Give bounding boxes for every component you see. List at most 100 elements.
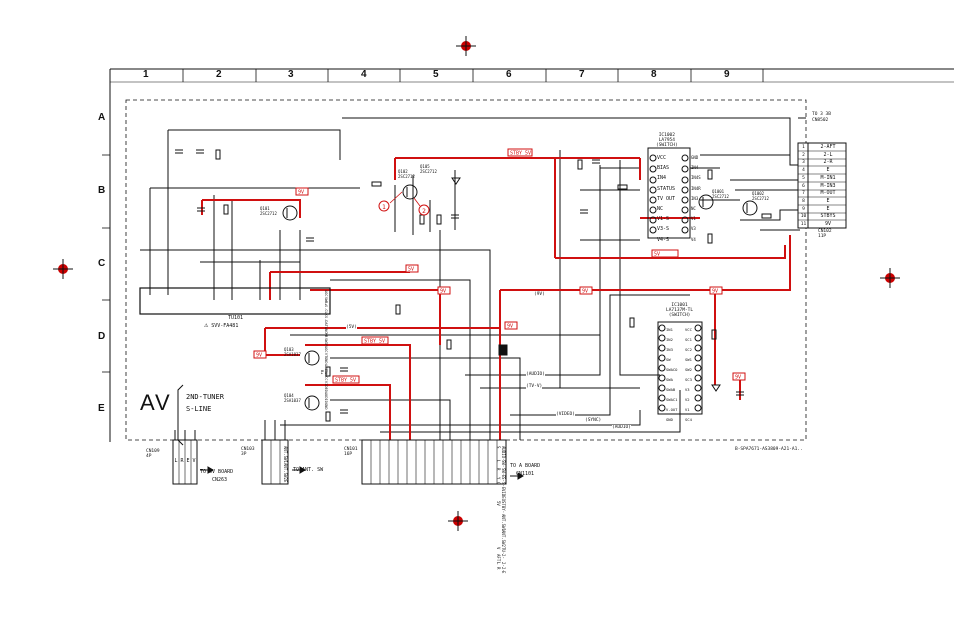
board-subtitle-1: 2ND-TUNER [186,393,224,401]
col-label: 4 [361,69,367,80]
transistor-label: Q105 2SC2712 [420,164,437,174]
cn101-ref: CN101 16P [344,447,358,457]
ic-pin: IN4R [691,185,701,191]
cn-pin-number: 7 [802,191,805,197]
net-label: (TV-V) [526,384,543,389]
ic-pin: V3-S [657,226,670,233]
transistor-part: 2SC2712 [398,173,415,179]
net-tag: STBY 5V [332,375,360,384]
ic-pin: V4-S [657,236,670,243]
tuner-pin: VT [324,352,328,358]
ic-pin: IN3 [666,347,673,352]
row-label: E [98,403,105,414]
transistor-part: 2SC2712 [420,168,437,174]
net-tag: 9V [579,286,593,295]
tuner-pin: AGC [324,290,328,297]
transistor-label: Q104 2SA1037 [284,393,301,403]
cn-pin-label: 9V [824,221,832,228]
cn103-dest: TO ANT. SW [293,467,324,473]
cn109-ref-text: CN109 [146,449,160,454]
net-label: (AUDIO) [526,372,545,377]
svg-text:9V: 9V [507,324,513,330]
callout-1: 1 [378,200,390,212]
connector-cn109-body [172,439,198,485]
tuner-pin: AUDIO [324,391,328,403]
ic-pin: V-OUT [666,407,678,412]
cn-pin-number: 1 [802,145,805,150]
net-label: (9V) [534,292,545,297]
cn101-dest-ref: CN1101 [516,471,535,477]
cn109-pins: L R E V [173,458,197,464]
col-label: 2 [216,69,222,80]
ic1001-left-pins: IN1 IN2 IN3 SW SWACO SWA SWAB SWAC1 V-OU… [666,325,677,425]
cn-pin-label: V [192,458,196,464]
ic-pin: IN4S [691,175,701,181]
ic-pin: IN4 [691,165,699,171]
cn-pin-label: E [501,571,506,574]
ic1001-body [657,321,703,415]
ic-pin: SWAB [666,387,676,392]
col-label: 1 [143,69,149,80]
net-tag: 9V [253,350,267,359]
ic1001-ref: IC1001 [671,303,688,308]
cn-pin-number: 10 [800,214,807,220]
registration-mark-top [456,36,476,56]
cn109-dest: TO UV BOARD CN263 [200,468,233,484]
col-label: 3 [288,69,294,80]
cn102-dest-ref: CN8502 [812,118,829,123]
transistor-part: 2SC2712 [712,193,729,199]
connector-cn103-body [261,439,289,485]
ic-pin: SC3 [685,377,692,382]
cn-pin-label: ANT.SW1 [501,513,506,531]
ic1001-sub: (SWITCH) [668,313,691,318]
ic-pin: V3 [691,226,696,232]
tuner-pin: S.DATA [324,315,328,329]
cn-pin-label: M-IN1 [820,174,836,181]
ic-pin: VCC [685,327,692,332]
ic1002-left-pins: VCC BIAS IN4 STATUS TV OUT NC V1-S V3-S … [657,153,675,245]
ic-pin: BIAS [657,165,670,172]
net-label: (SYNC) [585,418,602,423]
ic1001-right-pins: VCC SC1 SC2 SW1 SW2 SC3 V3 V2 V1 SC4 [685,325,692,425]
connector-cn101-body [361,439,507,485]
col-label: 8 [651,69,657,80]
grid-column-labels: 1 2 3 4 5 6 7 8 9 [0,69,954,83]
cn-pin-number: 8 [802,198,805,204]
cn101-dest: TO A BOARD CN1101 [510,462,540,478]
cn-pin-label: ANT.SW2 [501,530,506,548]
cn-pin-label: E [826,167,830,174]
transistor-label: Q101 2SC2712 [260,206,277,216]
cn-pin-label: E [501,474,506,478]
svg-text:5V: 5V [408,267,414,273]
cn-pin-label: 2-L [496,561,506,567]
warning-icon: ⚠ [204,321,209,329]
cn102-dest: TO 3 3B [812,112,831,117]
cn-pin-label: AUDIO-S [496,446,506,461]
svg-text:STBY 5V: STBY 5V [510,151,531,157]
cn101-pins: AUDIO-S SW-L SW-R E S-Y S-C E VIDEO STBY… [362,446,506,574]
transistor-ref: Q103 [284,347,294,352]
tuner-pin: AGC [324,346,328,353]
ic-pin: GND [666,417,673,422]
cn102-pin-numbers: 1 2 3 4 5 6 7 8 9 10 11 [799,144,808,229]
cn101-dest-text: TO A BOARD [510,463,541,469]
transistor-q101 [282,205,298,221]
svg-text:9V: 9V [256,353,262,359]
passive-components [175,149,772,422]
cn-pin-label: 2-L [823,151,833,158]
row-label: D [98,331,106,342]
tuner-pin: MB [324,333,328,338]
cn-pin-label: VIDEO [501,489,506,502]
transistor-q1002 [742,200,758,216]
cn103-ref-text: CN103 [241,447,255,452]
cn-pin-label: ANT.SW1 [283,446,288,463]
tuner-part-number: SVV-FA481 [211,323,239,329]
ic-pin: V1-S [657,216,670,223]
row-label: B [98,185,106,196]
tuner-pin: IF [324,341,328,347]
cn-pin-number: 4 [802,168,805,174]
tuner-pin: B+ [324,300,328,306]
ic-pin: V3 [685,387,690,392]
transistor-ref: Q105 [420,164,430,169]
transistor-ref: Q1001 [712,189,725,194]
